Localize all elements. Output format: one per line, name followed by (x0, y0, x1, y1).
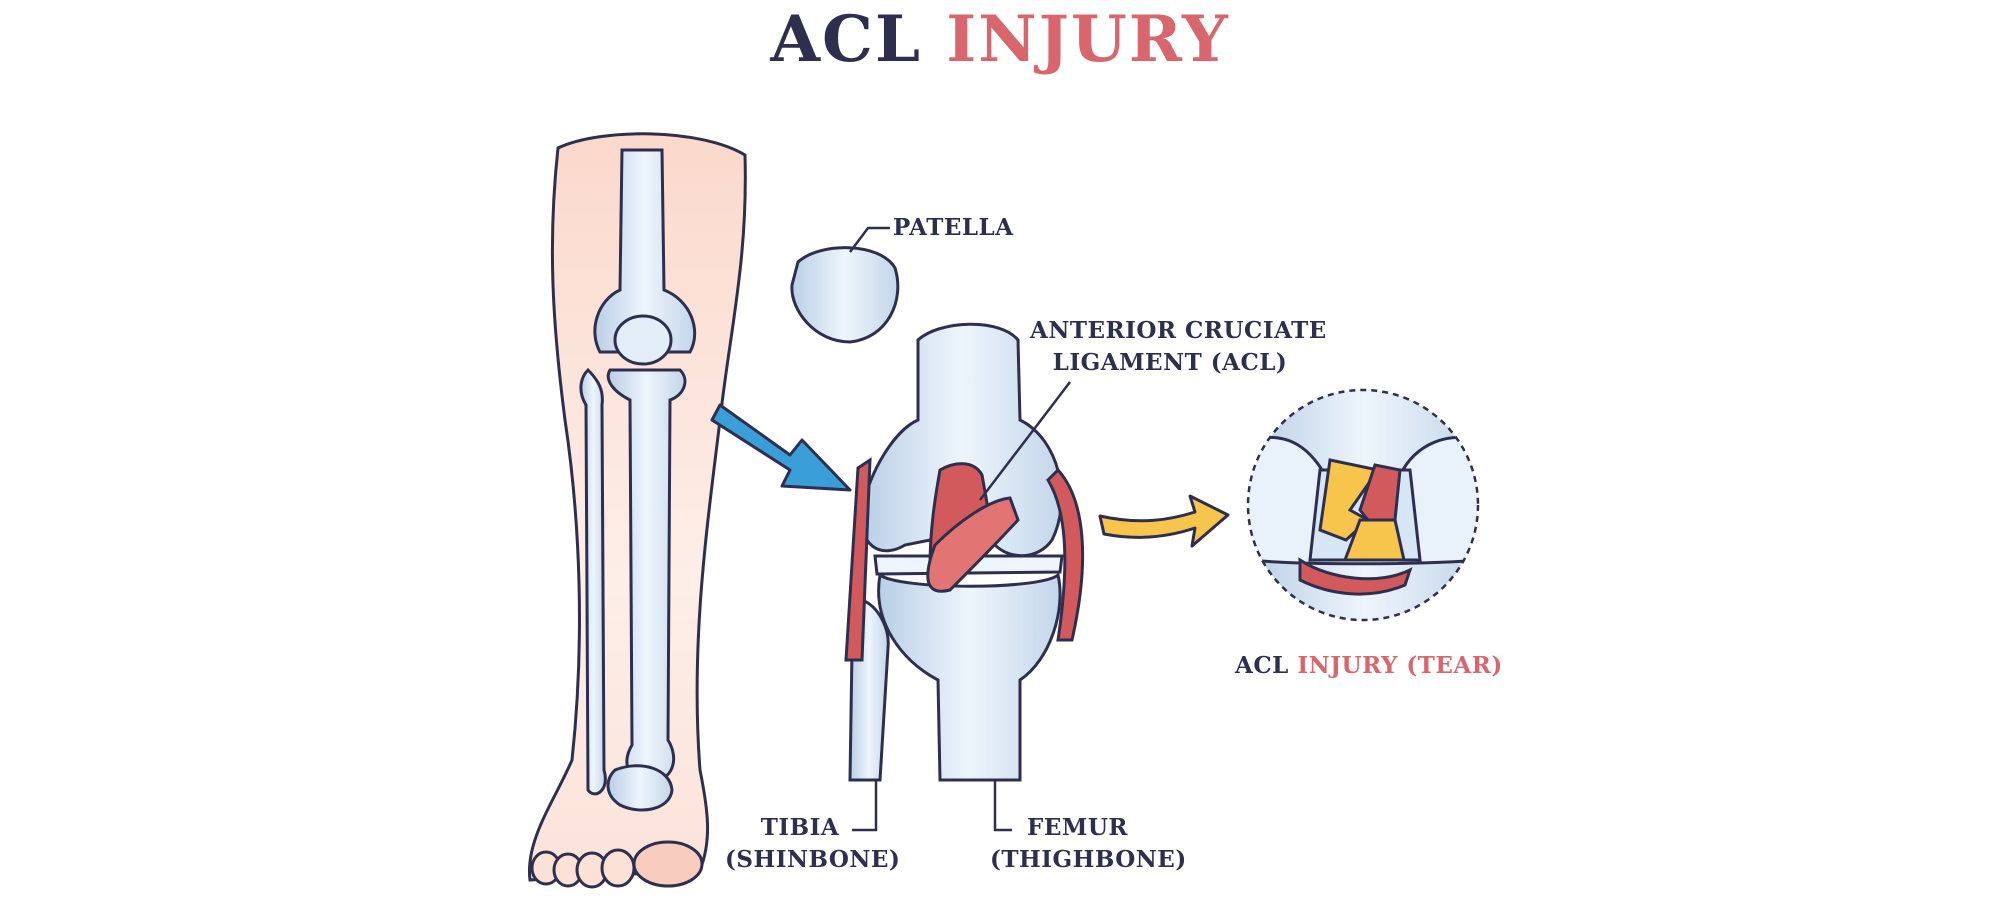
knee-lateral-ligament (844, 457, 872, 662)
label-injury-tear: INJURY (TEAR) (1297, 652, 1503, 679)
leg-femur (593, 148, 697, 354)
label-tibia-line2: (SHINBONE) (725, 846, 901, 873)
leg-figure (527, 132, 747, 889)
patella-bone (790, 246, 900, 344)
knee-tibia-lower (877, 572, 1062, 782)
title-injury: INJURY (946, 2, 1230, 77)
tibia-leader-line (852, 780, 878, 832)
page-title: ACL INJURY (0, 2, 2000, 77)
blue-arrow (710, 403, 852, 492)
leg-toes (530, 840, 704, 889)
label-tibia-line1: TIBIA (760, 814, 840, 841)
title-acl: ACL (770, 2, 922, 77)
label-acl-injury-tear: ACL INJURY (TEAR) (1235, 650, 1502, 682)
acl-leader-line (979, 381, 1071, 501)
label-acl: ANTERIOR CRUCIATE LIGAMENT (ACL) (1030, 315, 1327, 379)
label-femur-line2: (THIGHBONE) (990, 846, 1187, 873)
label-injury-acl: ACL (1235, 652, 1289, 679)
label-tibia: TIBIA (SHINBONE) (725, 812, 901, 876)
leg-ankle-bones (606, 764, 674, 812)
leg-fibula (579, 367, 607, 796)
label-acl-line2: LIGAMENT (ACL) (1052, 349, 1288, 376)
label-femur-line1: FEMUR (1027, 814, 1128, 841)
leg-patella (613, 314, 673, 366)
label-femur: FEMUR (THIGHBONE) (990, 812, 1187, 876)
zoom-circle (1246, 388, 1480, 622)
pcl-ligament (926, 496, 1020, 593)
femur-leader-line (993, 780, 1012, 832)
yellow-arrow (1098, 494, 1230, 548)
label-acl-line1: ANTERIOR CRUCIATE (1030, 317, 1327, 344)
knee-medial-ligament (1046, 467, 1085, 642)
patella-leader-line (849, 226, 890, 253)
label-patella: PATELLA (893, 214, 1014, 241)
knee-joint (844, 322, 1085, 782)
